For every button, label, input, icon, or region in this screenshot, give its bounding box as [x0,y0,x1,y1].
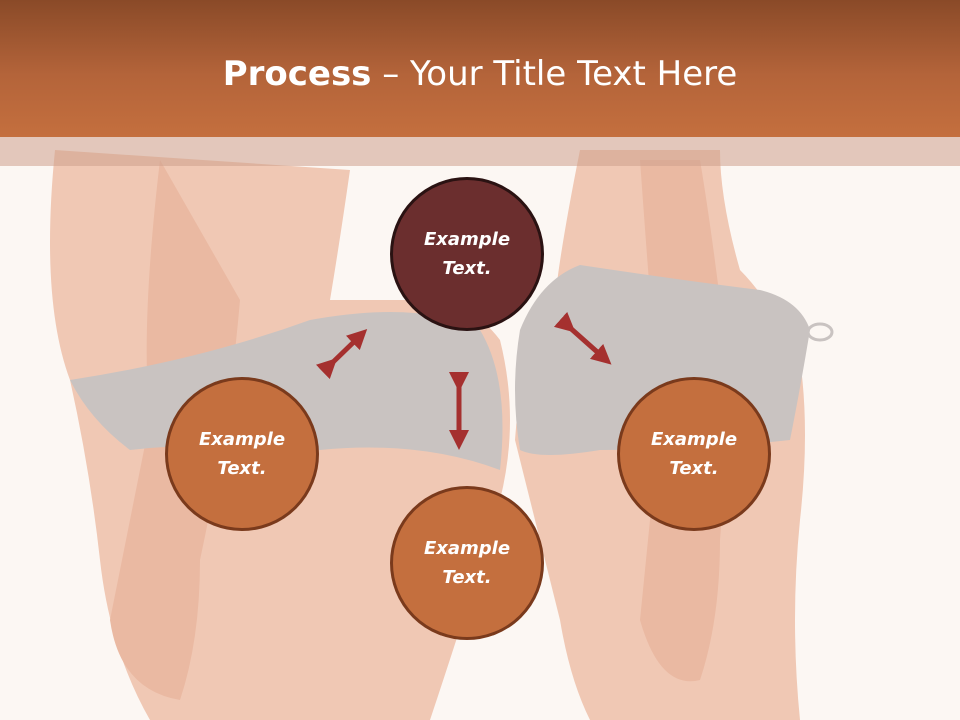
node-left[interactable]: Example Text. [165,377,319,531]
node-bottom-text: Example Text. [423,538,511,588]
title-rest: – Your Title Text Here [371,54,738,94]
node-top-text: Example Text. [423,229,511,279]
title-bold: Process [222,54,372,94]
node-right[interactable]: Example Text. [617,377,771,531]
title-bar [0,0,960,137]
node-top[interactable]: Example Text. [390,177,544,331]
slide-title: Process – Your Title Text Here [0,52,960,96]
node-right-text: Example Text. [650,429,738,479]
node-left-text: Example Text. [198,429,286,479]
node-bottom[interactable]: Example Text. [390,486,544,640]
title-band [0,137,960,166]
